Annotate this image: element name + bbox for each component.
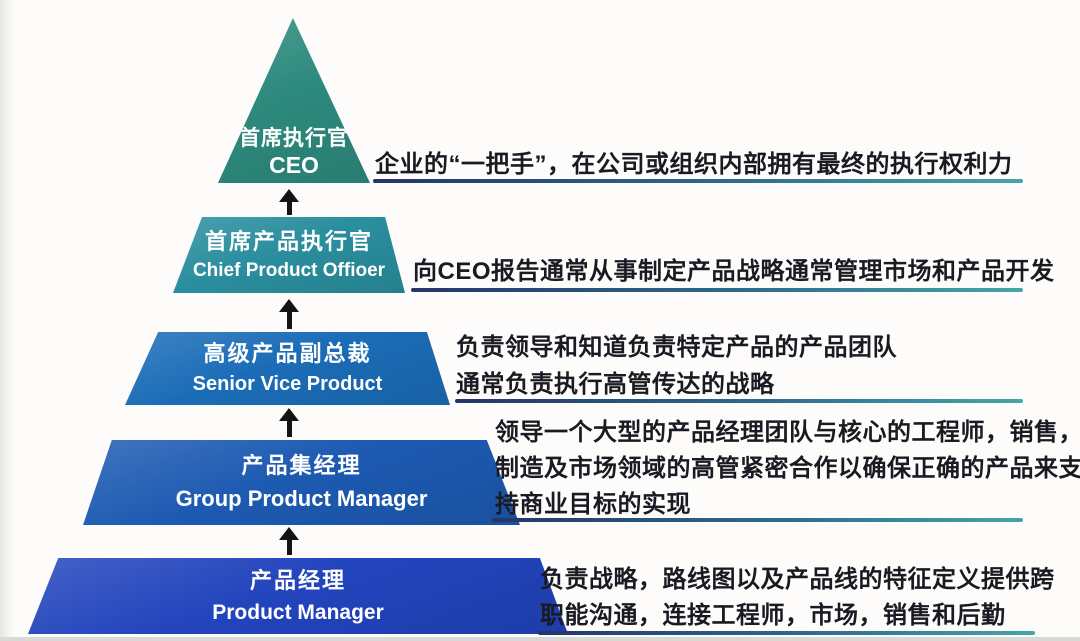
- desc-line: 职能沟通，连接工程师，市场，销售和后勤: [540, 602, 1006, 629]
- desc-line: 制造及市场领域的高管紧密合作以确保正确的产品来支: [495, 455, 1080, 482]
- level-description-pm: 负责战略，路线图以及产品线的特征定义提供跨 职能沟通，连接工程师，市场，销售和后…: [540, 562, 1055, 634]
- desc-underline: [492, 518, 1023, 522]
- desc-underline: [538, 631, 1035, 635]
- level-label-zh: 首席产品执行官: [204, 228, 373, 254]
- up-arrow-icon: [278, 527, 300, 555]
- desc-line: 向CEO报告通常从事制定产品战略通常管理市场和产品开发: [413, 258, 1055, 285]
- level-label-en: CEO: [269, 152, 319, 178]
- up-arrow-icon: [278, 408, 300, 437]
- desc-underline: [373, 179, 1023, 183]
- level-label-zh: 产品集经理: [241, 453, 362, 478]
- desc-line: 负责领导和知道负责特定产品的产品团队: [456, 334, 897, 361]
- desc-underline: [411, 288, 1023, 292]
- pyramid-level-pm: 产品经理 Product Manager: [28, 558, 568, 634]
- level-label-en: Group Product Manager: [175, 486, 428, 511]
- desc-line: 企业的“一把手”，在公司或组织内部拥有最终的执行权利力: [375, 151, 1013, 178]
- pyramid-level-gpm: 产品集经理 Group Product Manager: [83, 440, 520, 525]
- photo-edge-left: [0, 0, 14, 641]
- up-arrow-icon: [278, 299, 300, 329]
- desc-line: 领导一个大型的产品经理团队与核心的工程师，销售，: [495, 419, 1080, 446]
- level-label-zh: 高级产品副总裁: [203, 341, 372, 366]
- level-description-gpm: 领导一个大型的产品经理团队与核心的工程师，销售， 制造及市场领域的高管紧密合作以…: [495, 415, 1080, 523]
- level-description-cpo: 向CEO报告通常从事制定产品战略通常管理市场和产品开发: [413, 254, 1055, 290]
- desc-underline: [455, 399, 1023, 403]
- level-label-zh: 产品经理: [249, 567, 346, 593]
- level-label-en: Chief Product Offioer: [192, 259, 386, 281]
- desc-line: 持商业目标的实现: [495, 491, 691, 518]
- level-label-en: Product Manager: [212, 600, 384, 624]
- desc-line: 通常负责执行高管传达的战略: [456, 371, 775, 398]
- pyramid-level-svp: 高级产品副总裁 Senior Vice Product: [125, 332, 450, 405]
- level-label-zh: 首席执行官: [239, 127, 349, 150]
- level-description-svp: 负责领导和知道负责特定产品的产品团队 通常负责执行高管传达的战略: [456, 329, 897, 403]
- photo-edge-bottom: [0, 637, 1080, 641]
- pyramid-level-ceo: 首席执行官 CEO: [218, 18, 370, 183]
- level-label-en: Senior Vice Product: [192, 373, 383, 395]
- up-arrow-icon: [278, 189, 300, 215]
- level-description-ceo: 企业的“一把手”，在公司或组织内部拥有最终的执行权利力: [375, 147, 1013, 183]
- desc-line: 负责战略，路线图以及产品线的特征定义提供跨: [540, 566, 1055, 593]
- pyramid-level-cpo: 首席产品执行官 Chief Product Offioer: [173, 217, 405, 293]
